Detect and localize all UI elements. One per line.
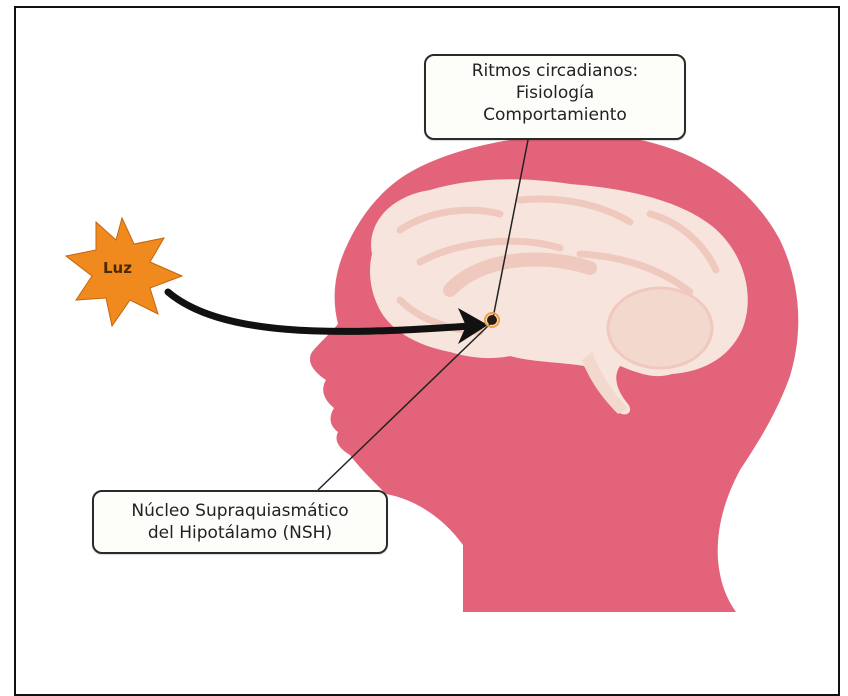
rhythms-line-2: Fisiología (432, 82, 678, 104)
cerebellum (608, 288, 712, 368)
light-label: Luz (103, 259, 132, 277)
circadian-rhythms-box: Ritmos circadianos: Fisiología Comportam… (424, 54, 686, 140)
rhythms-line-1: Ritmos circadianos: (432, 60, 678, 82)
suprachiasmatic-nucleus-box: Núcleo Supraquiasmático del Hipotálamo (… (92, 490, 388, 554)
nsh-line-2: del Hipotálamo (NSH) (100, 522, 380, 544)
rhythms-line-3: Comportamiento (432, 104, 678, 126)
scn-dot (487, 315, 497, 325)
nsh-line-1: Núcleo Supraquiasmático (100, 500, 380, 522)
